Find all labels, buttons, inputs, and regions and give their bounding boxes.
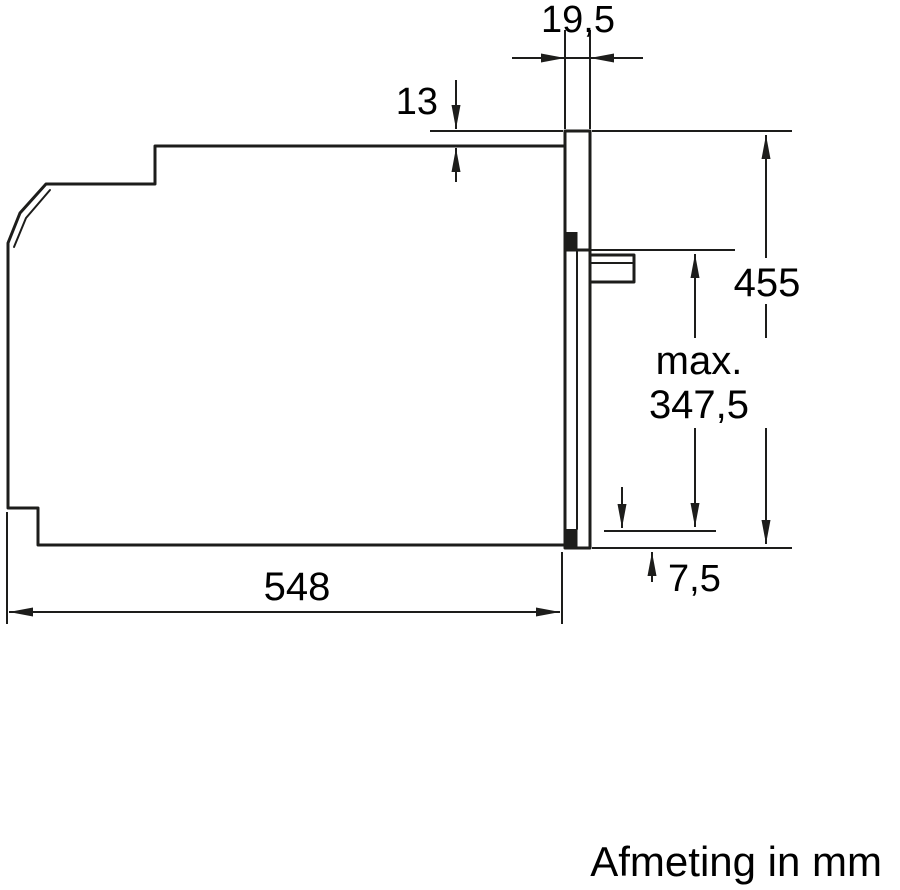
oven-body-outline bbox=[6, 144, 567, 547]
units-caption: Afmeting in mm bbox=[590, 838, 882, 885]
oven-body-chamfer-inner-line bbox=[13, 189, 51, 248]
dim-depth-label: 548 bbox=[264, 565, 331, 609]
door-handle bbox=[588, 253, 636, 284]
dim-max-niche: max. 347,5 bbox=[590, 249, 768, 532]
dim-door-thickness: 19,5 bbox=[512, 0, 643, 129]
dim-front-height: 455 bbox=[592, 130, 809, 549]
dim-front-height-label: 455 bbox=[734, 261, 801, 305]
dim-max-niche-prefix-label: max. bbox=[656, 339, 743, 383]
door-seal-bottom bbox=[566, 529, 578, 548]
dim-bottom-clearance: 7,5 bbox=[617, 487, 721, 600]
dim-max-niche-label-bg bbox=[630, 338, 768, 428]
dim-top-clearance: 13 bbox=[396, 80, 563, 182]
appliance-side-view bbox=[6, 129, 636, 550]
dim-top-clearance-label: 13 bbox=[396, 81, 438, 123]
door-seal-top bbox=[566, 232, 578, 250]
dim-front-height-label-bg bbox=[725, 258, 809, 304]
dim-bottom-clearance-label: 7,5 bbox=[668, 558, 721, 600]
dim-max-niche-value-label: 347,5 bbox=[649, 383, 749, 427]
dim-depth: 548 bbox=[6, 512, 563, 624]
dim-door-thickness-label: 19,5 bbox=[541, 0, 615, 41]
